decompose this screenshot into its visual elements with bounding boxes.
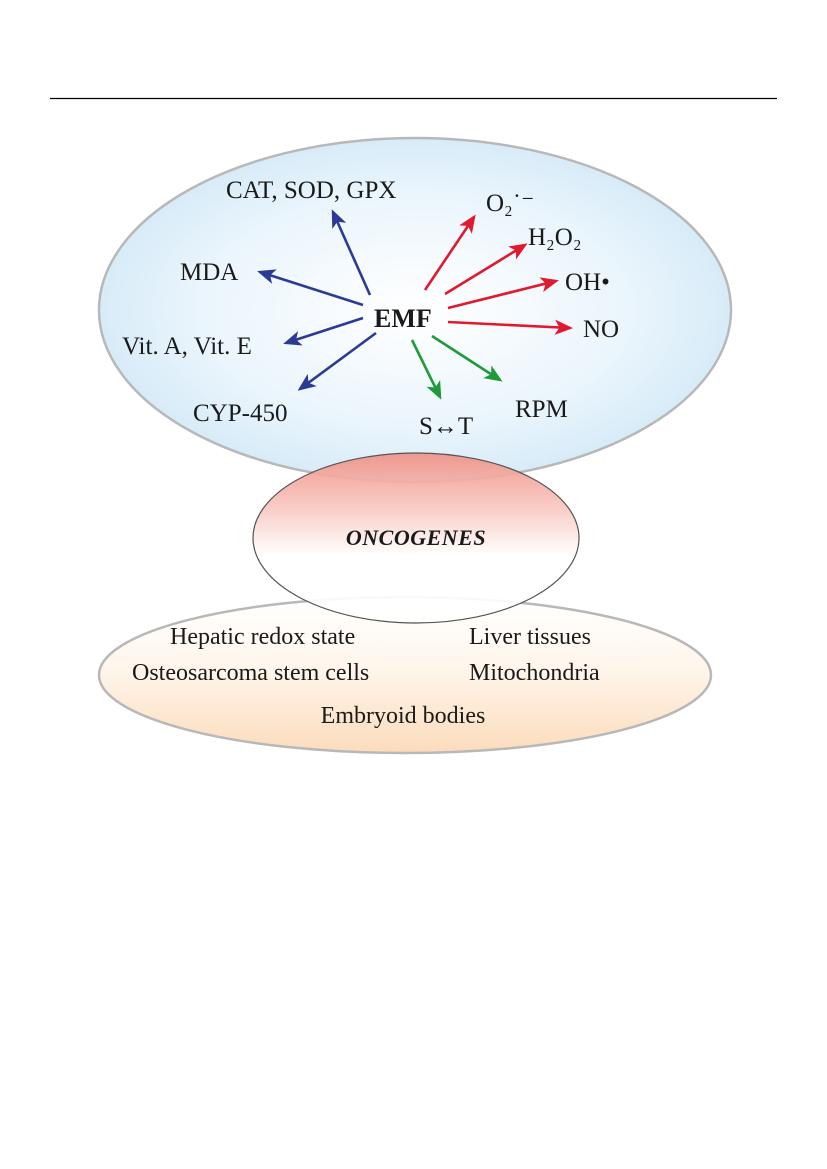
arrow-to-oh bbox=[447, 277, 559, 310]
hydrogen-peroxide-label: H₂O₂ bbox=[528, 224, 582, 251]
emf-label: EMF bbox=[374, 304, 432, 333]
oncogenes-label: ONCOGENES bbox=[346, 525, 486, 550]
cyp450-label: CYP-450 bbox=[193, 400, 287, 427]
superoxide-label: O₂˙⁻ bbox=[486, 190, 534, 217]
mda-label: MDA bbox=[180, 259, 238, 286]
arrow-to-vit bbox=[283, 316, 364, 346]
embryoid-bodies-label: Embryoid bodies bbox=[321, 703, 486, 729]
liver-tissues-label: Liver tissues bbox=[469, 624, 591, 650]
red-arrows bbox=[423, 214, 574, 335]
blue-arrows bbox=[257, 209, 377, 391]
vitamins-label: Vit. A, Vit. E bbox=[122, 333, 252, 360]
arrow-to-mda bbox=[257, 269, 364, 307]
s-t-transition-label: S↔T bbox=[419, 413, 473, 440]
arrow-to-cyp bbox=[297, 331, 377, 391]
osteosarcoma-label: Osteosarcoma stem cells bbox=[132, 660, 369, 686]
arrow-to-cat bbox=[331, 209, 372, 296]
green-arrows bbox=[410, 334, 503, 400]
cat-sod-gpx-label: CAT, SOD, GPX bbox=[226, 177, 396, 204]
arrow-to-rpm bbox=[431, 334, 503, 382]
oncogenes-ellipse bbox=[252, 452, 580, 624]
arrow-to-h2o2 bbox=[444, 243, 528, 296]
arrow-to-st bbox=[410, 339, 442, 400]
arrow-to-no bbox=[447, 319, 574, 335]
arrow-to-o2 bbox=[423, 214, 476, 291]
nitric-oxide-label: NO bbox=[583, 316, 619, 343]
hydroxyl-label: OH• bbox=[565, 269, 610, 296]
rpm-label: RPM bbox=[515, 396, 568, 423]
hepatic-redox-label: Hepatic redox state bbox=[170, 624, 355, 650]
mitochondria-label: Mitochondria bbox=[469, 660, 600, 686]
